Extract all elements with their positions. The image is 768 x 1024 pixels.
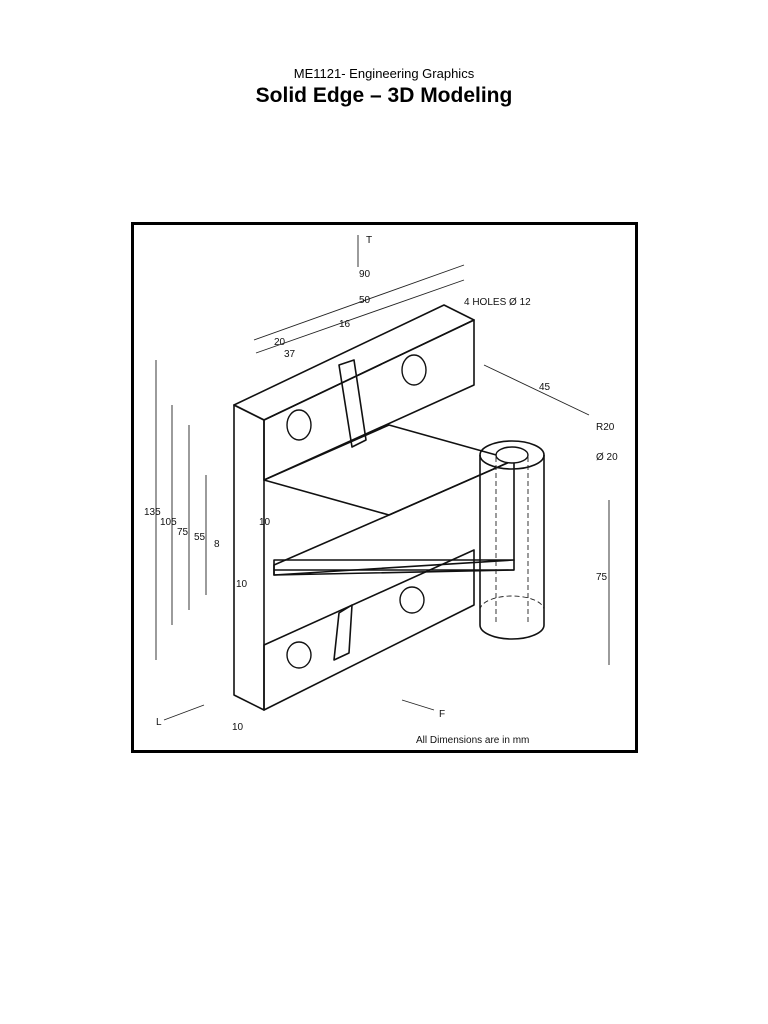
dim-135: 135 (144, 507, 161, 518)
hole (286, 641, 312, 669)
hidden-arc (479, 595, 545, 611)
view-label-front: F (439, 709, 445, 720)
units-note: All Dimensions are in mm (416, 735, 529, 746)
boss-bottom (479, 624, 545, 640)
dim-55: 55 (194, 532, 206, 543)
front-view-arrow (401, 699, 435, 711)
dim-10-b: 10 (236, 579, 248, 590)
dim-line (483, 364, 590, 416)
isometric-drawing: T L F 90 50 20 37 16 4 HOLES Ø 12 45 R20… (144, 235, 618, 746)
dim-10-a: 10 (259, 517, 271, 528)
vertical-rib-top (338, 359, 367, 448)
boss-hole (495, 446, 529, 464)
dim-20: 20 (274, 337, 286, 348)
holes-note: 4 HOLES Ø 12 (464, 297, 531, 308)
view-label-left: L (156, 717, 162, 728)
hole (401, 354, 427, 386)
dim-8: 8 (214, 539, 220, 550)
left-view-arrow (163, 704, 205, 721)
dim-line (253, 264, 465, 341)
dim-dia20: Ø 20 (596, 452, 618, 463)
dim-r20: R20 (596, 422, 615, 433)
dim-75: 75 (177, 527, 189, 538)
dim-37: 37 (284, 349, 296, 360)
hole (399, 586, 425, 614)
bottom-flange (263, 549, 475, 711)
page-title: Solid Edge – 3D Modeling (255, 84, 513, 107)
dim-50: 50 (359, 295, 371, 306)
dim-105: 105 (160, 517, 177, 528)
isometric-drawing-frame: T L F 90 50 20 37 16 4 HOLES Ø 12 45 R20… (131, 222, 638, 753)
dim-10-c: 10 (232, 722, 244, 733)
back-plate-front (263, 319, 475, 481)
rib (273, 559, 515, 576)
dim-boss-75: 75 (596, 572, 608, 583)
dim-90: 90 (359, 269, 371, 280)
vertical-rib-bottom (333, 604, 353, 661)
dim-16: 16 (339, 319, 351, 330)
dim-45: 45 (539, 382, 551, 393)
shelf-front (273, 459, 515, 576)
hole (286, 409, 312, 441)
dim-line (255, 279, 465, 354)
back-plate-face (233, 404, 265, 711)
view-label-top: T (366, 235, 372, 246)
course-title: ME1121- Engineering Graphics (293, 66, 475, 81)
